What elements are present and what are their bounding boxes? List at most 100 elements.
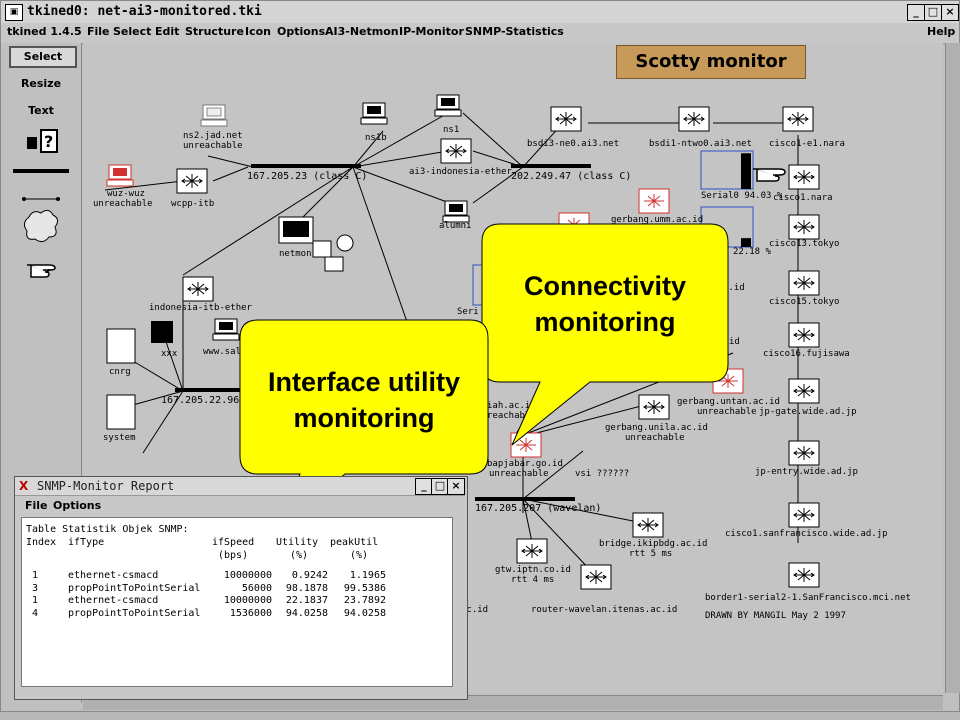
cisco1-sf-label: cisco1.sanfrancisco.wide.ad.jp [725,529,888,539]
gerbang-umm-label: gerbang.umm.ac.id [611,215,704,225]
www-sal-label: www.salm [203,347,247,357]
window-menu-icon[interactable]: ▣ [5,4,23,21]
bsdi3-label: bsdi3-ne0.ai3.net [527,139,620,149]
col-ifspeed-header: ifSpeed [212,537,255,548]
second-gauge-label: 22.18 % [733,247,771,257]
snmp-row-2-col-5: 99.5386 [343,582,386,594]
snmp-row-1-col-1: 1 [32,570,39,581]
snmp-row-1-col-4: 0.9242 [291,570,328,581]
cisco1-nara-label: cisco1.nara [773,193,833,203]
text-tool[interactable]: Text [28,104,54,117]
network-bar-167-205-22-96 [175,388,255,392]
snmp-row-4-col-2: propPointToPointSerial [68,607,201,619]
pointing-hand-cursor-icon [753,168,786,182]
snmp-row-2-col-1: 3 [32,582,39,594]
jp-entry-label: jp-entry.wide.ad.jp [755,467,858,477]
col-peakutil-unit: (%) [350,550,369,561]
menu-structure[interactable]: Structure [185,25,244,38]
snmp-close-button[interactable]: × [447,478,465,495]
menu-snmp-statistics[interactable]: SNMP-Statistics [465,25,564,38]
col-ifspeed-unit: (bps) [218,550,249,561]
network-label-167-205-23: 167.205.23 (class C) [247,171,368,182]
jp-gate-label: jp-gate.wide.ad.jp [759,407,857,417]
snmp-window-title: SNMP-Monitor Report [37,479,175,493]
col-utility-unit: (%) [290,550,309,561]
snmp-monitor-report-window: X SNMP-Monitor Report _ □ × File Options… [14,476,468,700]
window-title: tkined0: net-ai3-monitored.tki [27,4,262,19]
border-label: border1-serial2-1.SanFrancisco.mci.net [705,593,911,603]
ai3-indonesia-label: ai3-indonesia-ether [409,167,512,177]
menu-options[interactable]: Options [277,25,326,38]
snmp-report-text-area[interactable]: Table Statistik Objek SNMP: Index ifType… [21,517,453,687]
network-bar-167-205-23 [251,164,361,168]
menu-ip-monitor[interactable]: IP-Monitor [399,25,464,38]
node-tool-icon[interactable]: ? [25,129,59,153]
snmp-row-4-col-1: 4 [32,607,39,619]
network-tool-icon[interactable] [13,169,69,173]
xxx-label: xxx [161,349,178,359]
resize-tool[interactable]: Resize [20,77,62,90]
cisco13-label: cisco13.tokyo [769,239,840,249]
menu-file[interactable]: File [87,25,110,38]
snmp-row-2-col-2: propPointToPointSerial [68,582,201,594]
snmp-menu-options[interactable]: Options [53,499,102,512]
menu-ai3-netmon[interactable]: AI3-Netmon [325,25,399,38]
close-button[interactable]: × [941,4,959,21]
serial0-gauge-label: Serial0 94.03 % [701,191,783,201]
snmp-row-2-col-4: 98.1878 [285,582,328,594]
vertical-scrollbar[interactable] [945,43,960,693]
group-cloud-icon[interactable] [21,207,61,245]
snmp-heading: Table Statistik Objek SNMP: [26,524,189,535]
router-wavelan-label: router-wavelan.itenas.ac.id [531,605,678,615]
indonesia-itb-label: indonesia-itb-ether [149,303,252,313]
interface-utility-callout: Interface utility monitoring [267,367,461,433]
snmp-row-4-col-5: 94.0258 [343,607,386,619]
snmp-row-3-col-5: 23.7892 [343,595,386,606]
alumni-label: alumni [439,221,472,231]
network-bar-202-249-47 [511,164,591,168]
snmp-row-1-col-5: 1.1965 [349,570,386,581]
snmp-menu-file[interactable]: File [25,499,48,512]
menu-select[interactable]: Select [113,25,152,38]
snmp-row-3-col-2: ethernet-csmacd [68,595,159,606]
menu-help[interactable]: Help [927,25,956,38]
cisco16-label: cisco16.fujisawa [763,349,850,359]
wcpp-label: wcpp-itb [171,199,215,209]
network-label-167-205-22-96: 167.205.22.96 (s [161,395,258,406]
snmp-row-1-col-2: ethernet-csmacd [68,570,159,581]
cisco1-e1-label: cisco1-e1.nara [769,139,845,149]
partial-id-label: id [729,337,740,347]
snmp-row-4-col-3: 1536000 [229,607,272,619]
snmp-row-1-col-3: 10000000 [223,570,272,581]
cnrg-label: cnrg [109,367,131,377]
bsdi1-label: bsdi1-ntwo0.ai3.net [649,139,752,149]
pointing-hand-icon[interactable] [23,257,61,281]
connectivity-callout: Connectivity monitoring [523,271,687,337]
scotty-monitor-banner: Scotty monitor [616,45,806,79]
ns1-label: ns1 [443,125,460,135]
svg-text:?: ? [44,132,53,151]
menu-edit[interactable]: Edit [155,25,180,38]
snmp-menu-bar: File Options [15,495,465,515]
col-iftype-header: ifType [68,537,105,548]
credit-label: DRAWN BY MANGIL May 2 1997 [705,611,846,621]
snmp-row-3-col-1: 1 [32,595,39,606]
partial-c-id-label: c.id [723,283,745,293]
partial-ac-id-label: ac.id [461,605,489,615]
menu-icon[interactable]: Icon [245,25,272,38]
col-utility-header: Utility [276,537,319,548]
select-tool[interactable]: Select [9,46,77,68]
network-label-202-249-47: 202.249.47 (class C) [511,171,632,182]
netmon-label: netmon [279,249,312,259]
link-tool-icon[interactable] [21,189,61,201]
snmp-minimize-button[interactable]: _ [415,478,433,495]
partial-seri-label: Seri [457,307,479,317]
snmp-title-bar[interactable]: X SNMP-Monitor Report _ □ × [15,477,465,496]
